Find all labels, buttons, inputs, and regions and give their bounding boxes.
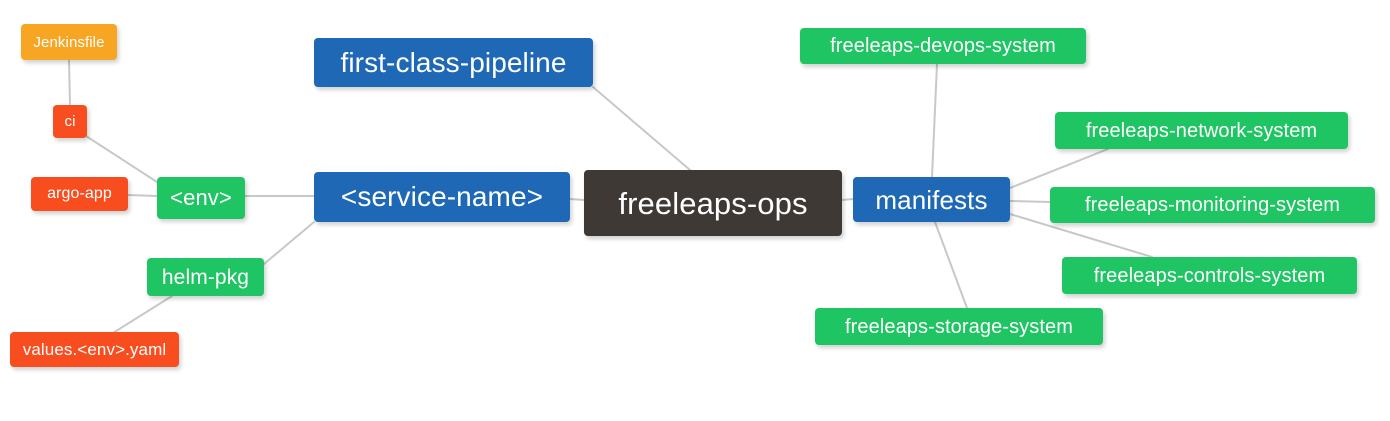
edge-ci-to-env xyxy=(85,135,158,183)
node-freeleaps-network-system[interactable]: freeleaps-network-system xyxy=(1055,112,1348,149)
node-ci[interactable]: ci xyxy=(53,105,87,138)
node-manifests[interactable]: manifests xyxy=(853,177,1010,222)
node-label-freeleaps-monitoring-system: freeleaps-monitoring-system xyxy=(1084,194,1340,216)
node-label-helm-pkg: helm-pkg xyxy=(161,265,250,289)
node-values-yaml[interactable]: values.<env>.yaml xyxy=(10,332,179,367)
node-label-manifests: manifests xyxy=(875,184,988,215)
node-label-freeleaps-devops-system: freeleaps-devops-system xyxy=(830,35,1056,57)
edge-helm-pkg-to-values-yaml xyxy=(112,295,173,334)
edge-manifests-to-freeleaps-devops-system xyxy=(931,63,938,178)
edge-freeleaps-ops-to-manifests xyxy=(841,198,854,201)
node-service-name[interactable]: <service-name> xyxy=(314,172,570,222)
edge-service-name-to-freeleaps-ops xyxy=(569,198,585,201)
node-label-freeleaps-network-system: freeleaps-network-system xyxy=(1085,119,1318,142)
node-label-service-name: <service-name> xyxy=(340,181,544,212)
node-label-freeleaps-ops: freeleaps-ops xyxy=(618,185,808,221)
node-label-ci: ci xyxy=(64,113,76,130)
node-argo-app[interactable]: argo-app xyxy=(31,177,128,211)
node-jenkinsfile[interactable]: Jenkinsfile xyxy=(21,24,117,60)
edge-manifests-to-freeleaps-monitoring-system xyxy=(1009,200,1051,203)
node-label-jenkinsfile: Jenkinsfile xyxy=(33,33,105,51)
edge-service-name-to-helm-pkg xyxy=(263,221,315,265)
node-freeleaps-devops-system[interactable]: freeleaps-devops-system xyxy=(800,28,1086,64)
node-first-class-pipeline[interactable]: first-class-pipeline xyxy=(314,38,593,87)
node-freeleaps-controls-system[interactable]: freeleaps-controls-system xyxy=(1062,257,1357,294)
edge-argo-app-to-env xyxy=(127,194,158,197)
edge-manifests-to-freeleaps-network-system xyxy=(1009,148,1109,189)
node-freeleaps-ops[interactable]: freeleaps-ops xyxy=(584,170,842,236)
node-freeleaps-storage-system[interactable]: freeleaps-storage-system xyxy=(815,308,1103,345)
node-label-argo-app: argo-app xyxy=(47,185,112,202)
edge-manifests-to-freeleaps-storage-system xyxy=(934,221,968,309)
edge-first-class-pipeline-to-freeleaps-ops xyxy=(592,86,691,171)
node-freeleaps-monitoring-system[interactable]: freeleaps-monitoring-system xyxy=(1050,187,1375,223)
node-helm-pkg[interactable]: helm-pkg xyxy=(147,258,264,296)
node-label-freeleaps-storage-system: freeleaps-storage-system xyxy=(844,315,1074,338)
edge-jenkinsfile-to-ci xyxy=(68,59,71,106)
node-label-env: <env> xyxy=(170,185,232,210)
node-env[interactable]: <env> xyxy=(157,177,245,219)
node-label-freeleaps-controls-system: freeleaps-controls-system xyxy=(1093,264,1326,287)
node-label-values-yaml: values.<env>.yaml xyxy=(22,340,167,359)
node-label-first-class-pipeline: first-class-pipeline xyxy=(340,46,567,78)
